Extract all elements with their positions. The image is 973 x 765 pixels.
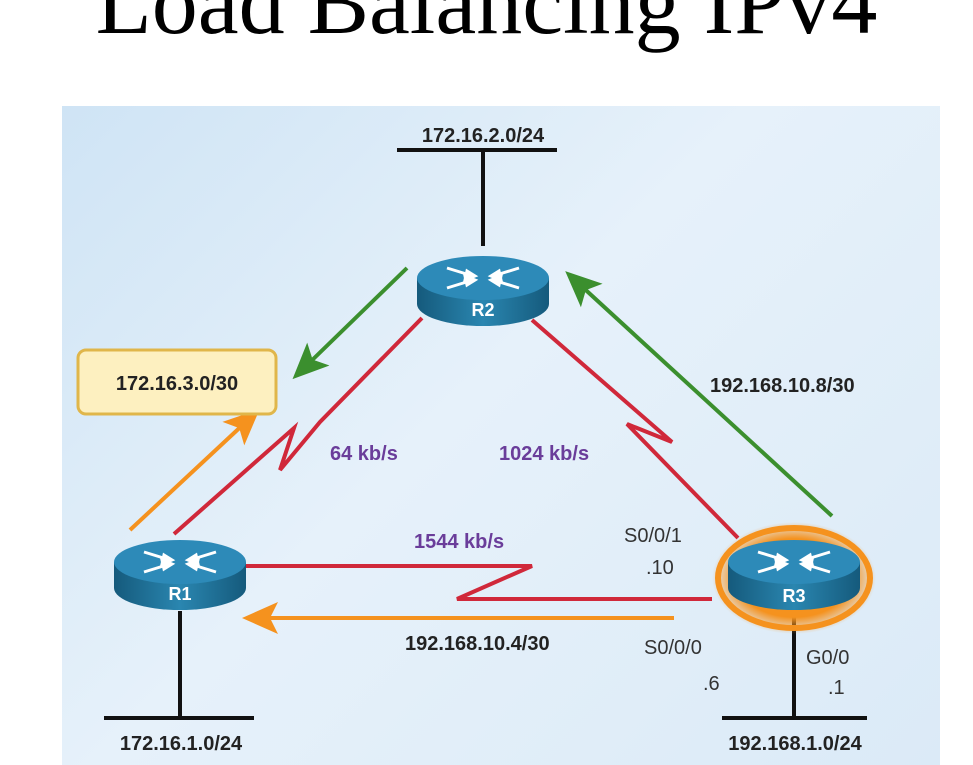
r3-s000-label: S0/0/0 bbox=[644, 637, 702, 659]
topology-svg: 172.16.2.0/24 172.16.1.0/24 192.168.1.0/… bbox=[76, 125, 876, 755]
speed-r2-r3-label: 1024 kb/s bbox=[499, 443, 589, 465]
green-arrow-r2-to-r1r2 bbox=[292, 266, 409, 380]
r3-s000-host: .6 bbox=[703, 673, 720, 695]
router-r2-icon[interactable]: R2 bbox=[417, 256, 549, 326]
speed-r1-r3-label: 1544 kb/s bbox=[414, 531, 504, 553]
router-r3-icon[interactable]: R3 bbox=[712, 522, 876, 634]
r2-lan-label: 172.16.2.0/24 bbox=[422, 125, 545, 147]
page-title: Load Balancing IPv4 bbox=[95, 0, 878, 53]
r1-lan-label: 172.16.1.0/24 bbox=[120, 733, 243, 755]
router-r2-label: R2 bbox=[471, 300, 494, 320]
green-arrow-r3-to-r2 bbox=[565, 271, 834, 518]
link-r2-r3 bbox=[530, 318, 740, 540]
speed-r1-r2-label: 64 kb/s bbox=[330, 443, 398, 465]
network-diagram: 172.16.2.0/24 172.16.1.0/24 192.168.1.0/… bbox=[62, 106, 940, 765]
network-r1-r3-label: 192.168.10.4/30 bbox=[405, 633, 550, 655]
router-r1-icon[interactable]: R1 bbox=[114, 540, 246, 610]
r3-s001-label: S0/0/1 bbox=[624, 525, 682, 547]
r2-lan: 172.16.2.0/24 bbox=[397, 125, 557, 246]
r3-g00-label: G0/0 bbox=[806, 647, 849, 669]
r3-s001-host: .10 bbox=[646, 557, 674, 579]
network-r2-r3-label: 192.168.10.8/30 bbox=[710, 375, 855, 397]
link-r1-r3 bbox=[238, 564, 712, 601]
router-r3-label: R3 bbox=[782, 586, 805, 606]
r3-lan-label: 192.168.1.0/24 bbox=[728, 733, 862, 755]
network-r1-r2-label: 172.16.3.0/30 bbox=[116, 373, 238, 395]
link-r1-r2 bbox=[172, 316, 424, 536]
network-box-r1-r2: 172.16.3.0/30 bbox=[76, 348, 278, 416]
orange-arrow-r1-to-net bbox=[128, 409, 260, 532]
router-r1-label: R1 bbox=[168, 584, 191, 604]
r3-g00-host: .1 bbox=[828, 677, 845, 699]
r1-lan: 172.16.1.0/24 bbox=[104, 611, 254, 755]
